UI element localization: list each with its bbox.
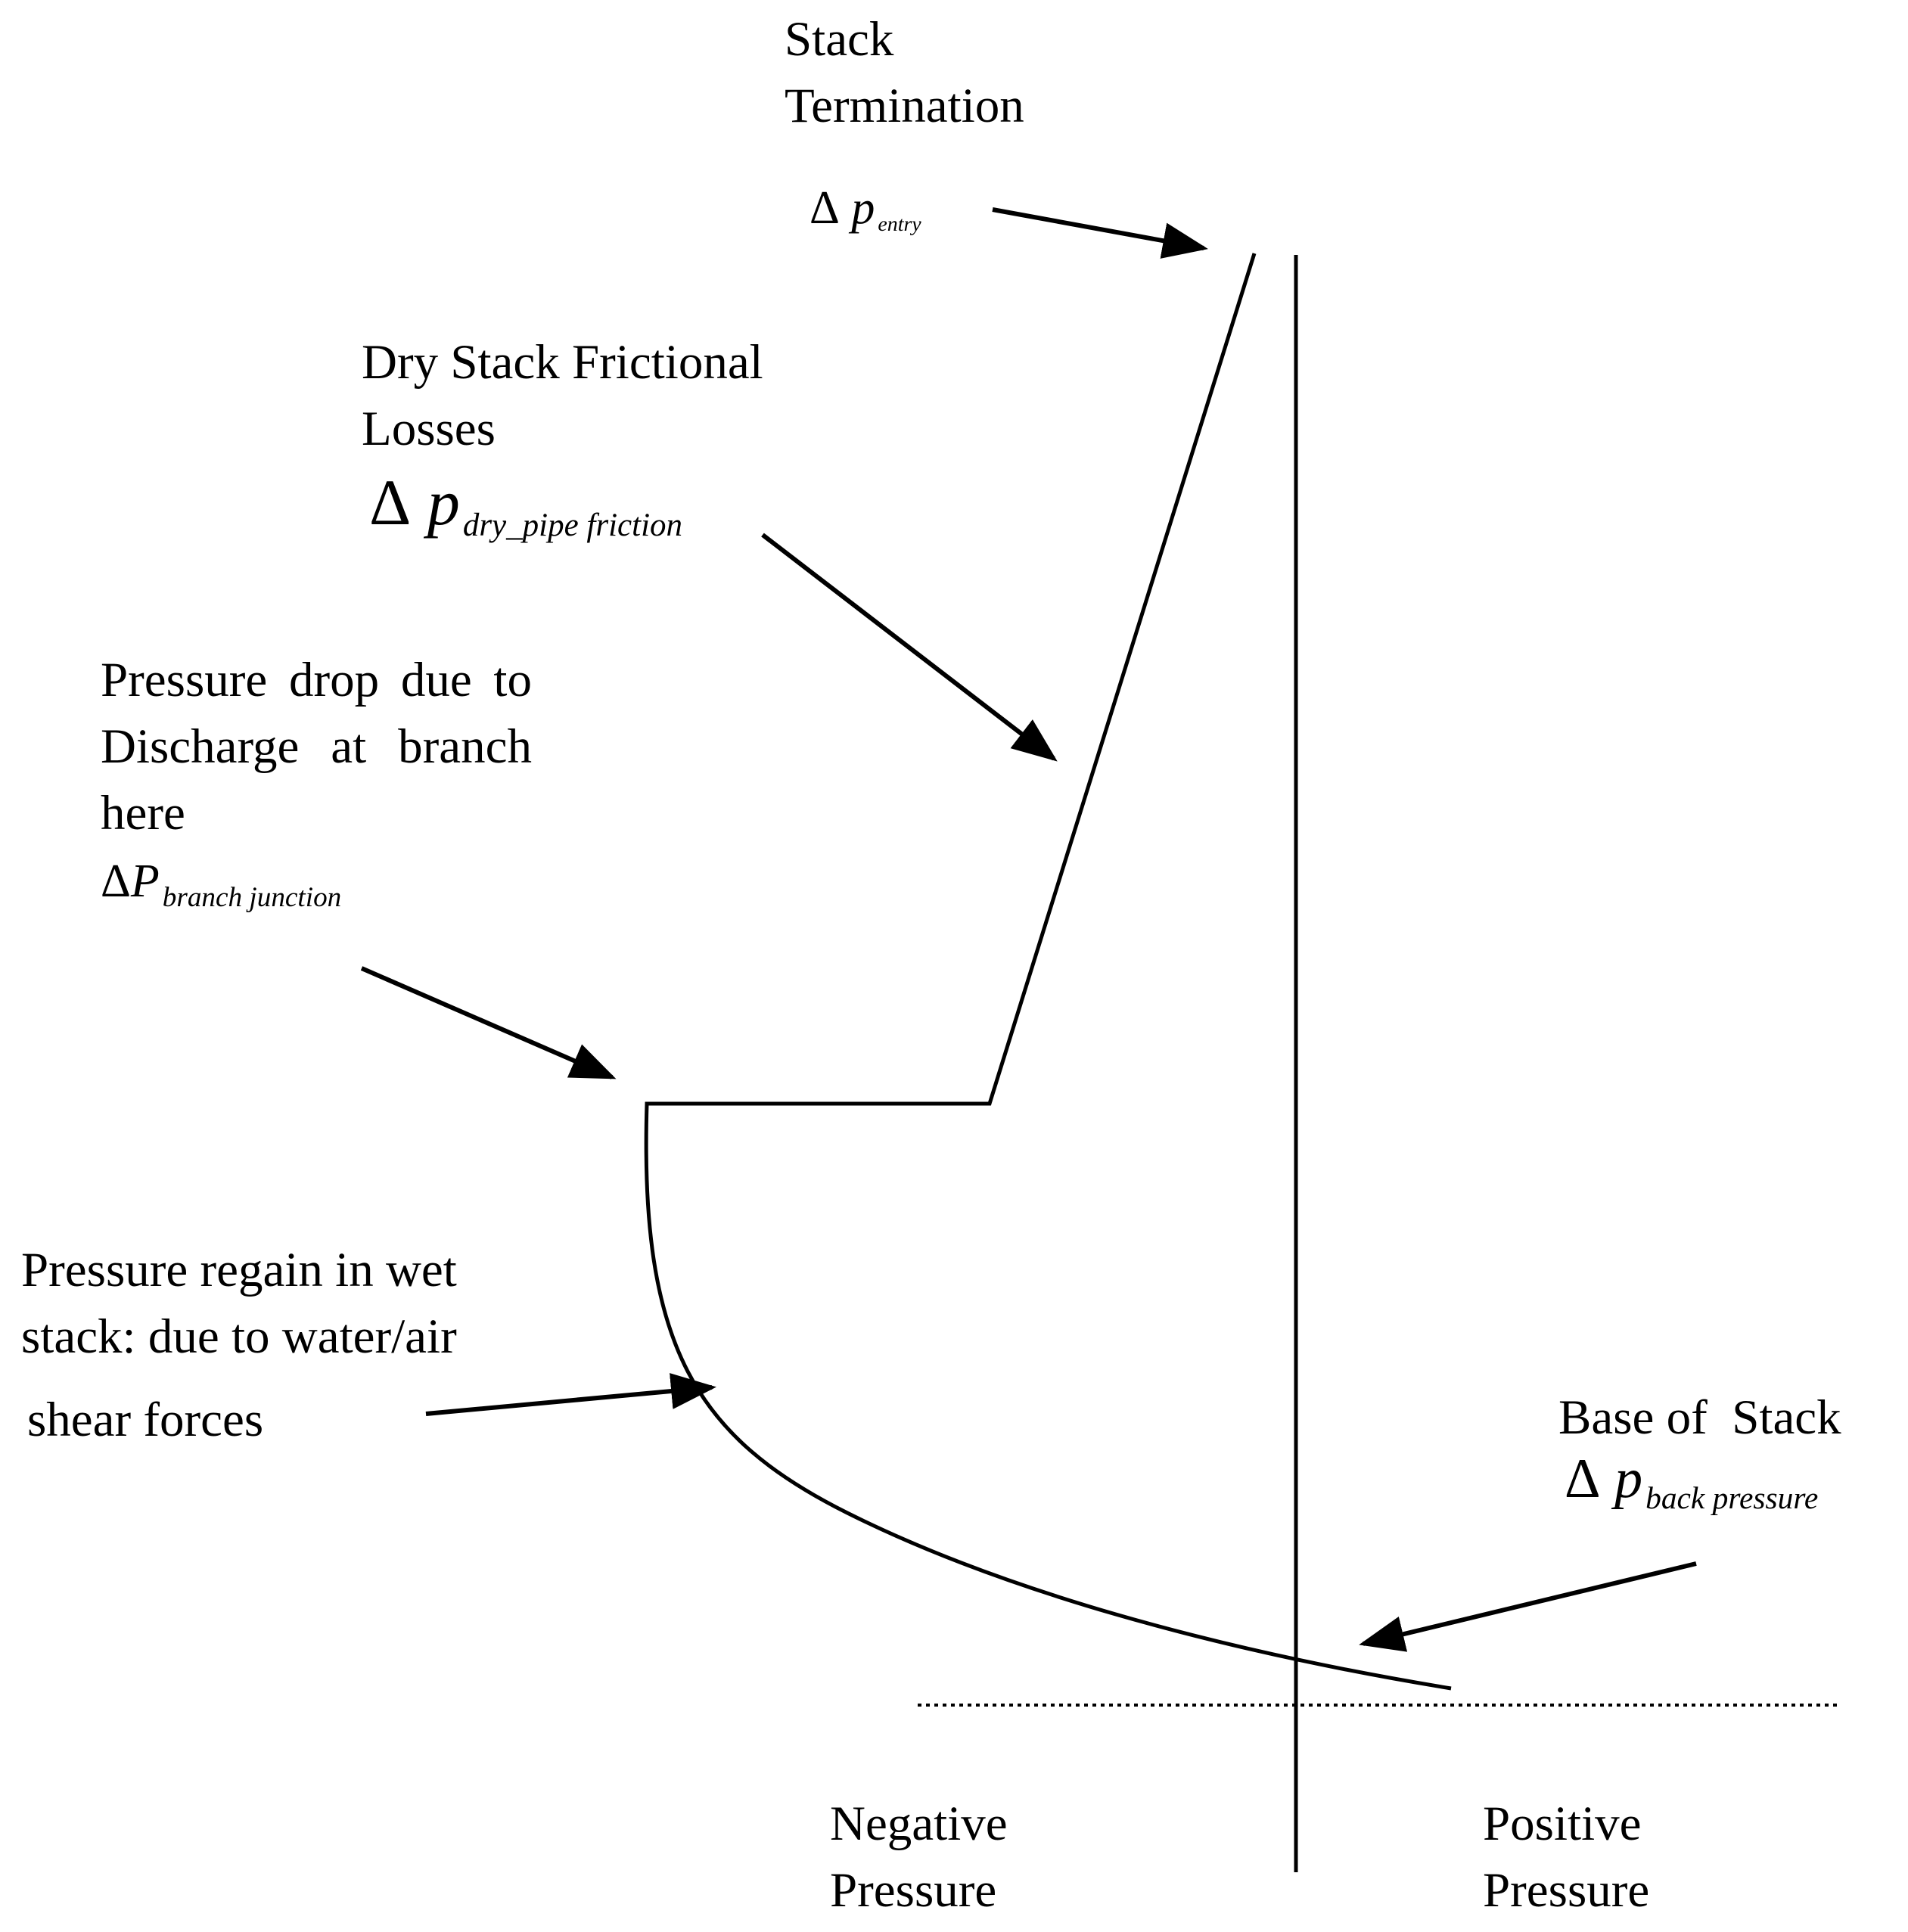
back-pressure-arrow	[1359, 1561, 1697, 1652]
positive-pressure-label: Positive Pressure	[1483, 1791, 1649, 1924]
pressure-profile-curve	[644, 253, 1452, 1691]
dry-stack-line-2: Losses	[362, 402, 496, 456]
positive-pressure-line-1: Positive	[1483, 1797, 1642, 1851]
pressure-regain-line-3: shear forces	[27, 1393, 264, 1447]
dry-stack-line-1: Dry Stack Frictional	[362, 335, 763, 390]
p-symbol: P	[130, 856, 160, 907]
entry-arrow	[992, 207, 1208, 259]
regain-arrow	[425, 1373, 716, 1416]
negative-pressure-line-2: Pressure	[830, 1863, 997, 1918]
delta-symbol: Δ	[101, 856, 131, 907]
delta-symbol: Δ	[810, 182, 840, 234]
pressure-drop-label: Pressure drop due to Discharge at branch…	[101, 653, 532, 840]
branch-subscript: branch junction	[162, 882, 342, 914]
negative-pressure-line-1: Negative	[830, 1797, 1008, 1851]
back-pressure-symbol: Δ pback pressure	[1565, 1447, 1818, 1516]
pressure-regain-line-2: stack: due to water/air	[21, 1309, 457, 1364]
base-of-stack-label: Base of Stack	[1558, 1390, 1841, 1445]
positive-pressure-line-2: Pressure	[1483, 1863, 1650, 1918]
dry-pipe-subscript: dry_pipe friction	[462, 508, 683, 544]
p-symbol: p	[851, 182, 875, 234]
p-symbol: p	[427, 466, 460, 539]
dry-pipe-friction-symbol: Δ pdry_pipe friction	[369, 464, 682, 544]
branch-arrow	[360, 966, 617, 1079]
dry-stack-label: Dry Stack Frictional Losses	[362, 329, 763, 462]
negative-pressure-label: Negative Pressure	[830, 1791, 1008, 1924]
delta-symbol: Δ	[1565, 1448, 1601, 1510]
stack-termination-label: Stack Termination	[785, 6, 1024, 139]
entry-subscript: entry	[878, 212, 921, 236]
stack-termination-line-1: Stack	[785, 12, 894, 67]
dry-pipe-arrow	[761, 533, 1058, 762]
pressure-regain-line-1: Pressure regain in wet	[21, 1243, 457, 1297]
pressure-regain-label: Pressure regain in wet stack: due to wat…	[21, 1237, 457, 1453]
delta-symbol: Δ	[369, 466, 412, 539]
back-pressure-subscript: back pressure	[1645, 1480, 1819, 1515]
stack-termination-line-2: Termination	[785, 79, 1024, 133]
p-symbol: p	[1614, 1448, 1643, 1510]
